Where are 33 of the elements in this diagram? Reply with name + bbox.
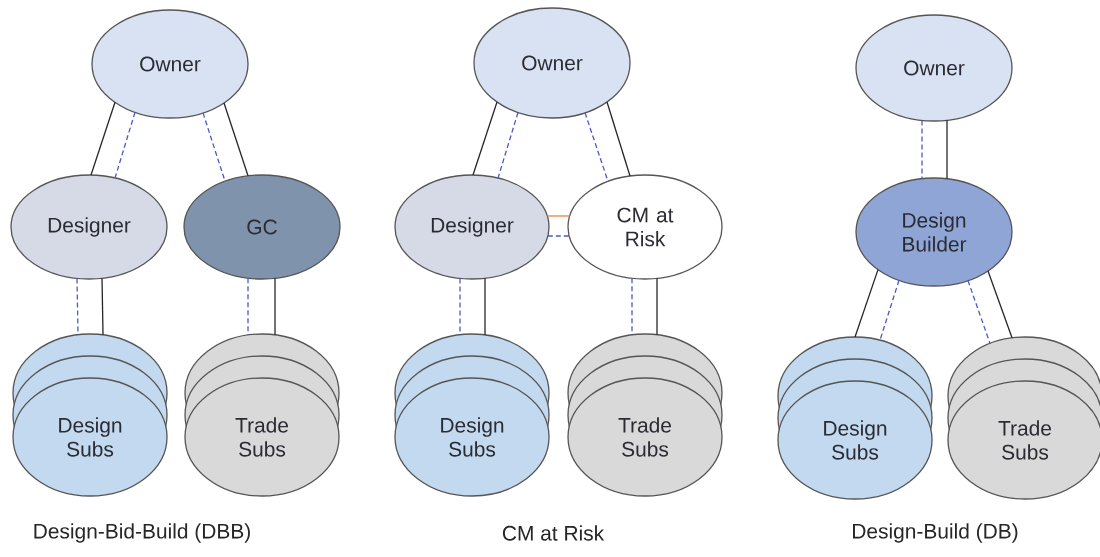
connector-line [584, 112, 609, 183]
connector-line [223, 102, 249, 177]
connector-line [656, 277, 658, 336]
connector-line [967, 279, 991, 345]
connector-line [459, 277, 461, 336]
connector-line [606, 101, 631, 177]
connector-line [101, 277, 104, 336]
connector-line [546, 215, 571, 217]
connector-line [631, 277, 633, 336]
diagram-caption: Design-Bid-Build (DBB) [34, 523, 250, 543]
diagram-caption: Design-Build (DB) [853, 523, 1018, 543]
connector-line [854, 268, 879, 338]
connector-line [921, 119, 923, 180]
stacked-ellipses: Design Subs [12, 333, 168, 497]
stacked-ellipses: Design Subs [777, 336, 933, 500]
diagram-caption: CM at Risk [502, 525, 605, 541]
connector-line [497, 111, 519, 179]
connector-line [484, 277, 486, 336]
stacked-ellipses: Trade Subs [947, 336, 1100, 500]
stacked-ellipses: Trade Subs [184, 333, 340, 497]
connector-line [76, 277, 79, 336]
stacked-ellipses: Trade Subs [567, 333, 723, 497]
connector-line [202, 112, 226, 182]
connector-line [247, 277, 249, 336]
stacked-ellipses: Design Subs [394, 333, 550, 497]
connector-line [472, 101, 498, 176]
connector-line [879, 279, 900, 341]
connector-line [90, 101, 116, 176]
connector-line [987, 270, 1013, 339]
connector-line [946, 119, 948, 180]
connector-line [547, 235, 570, 237]
connector-line [274, 277, 276, 336]
connector-line [114, 111, 136, 179]
